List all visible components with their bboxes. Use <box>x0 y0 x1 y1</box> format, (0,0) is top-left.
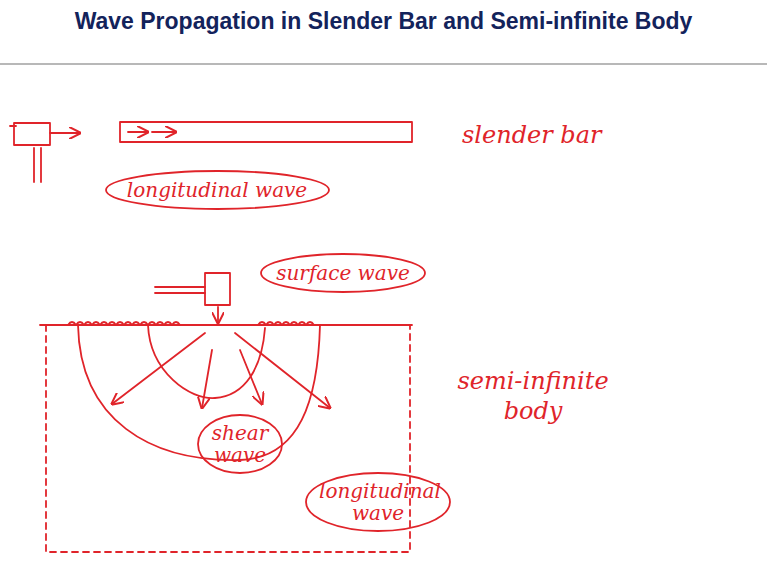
circled-annotation: longitudinal wave <box>105 170 330 210</box>
title-rule <box>0 63 767 65</box>
ray-arrow <box>240 350 262 404</box>
ellipse-outline <box>198 415 282 473</box>
surface-ripple <box>68 322 180 325</box>
ellipse-outline <box>106 171 329 209</box>
ground-surface <box>40 324 412 326</box>
ray-arrow <box>202 350 212 408</box>
circled-annotation: shear wave <box>197 414 283 474</box>
surface-ripple <box>258 322 314 325</box>
handwritten-label: semi-infinite body <box>448 366 618 426</box>
annotation-text: longitudinal wave <box>319 480 437 524</box>
handwritten-label: semi-infinite body <box>448 366 618 426</box>
circled-annotation: longitudinal wave <box>305 472 451 532</box>
annotation-text: shear wave <box>209 422 271 466</box>
hammer <box>155 273 230 323</box>
handwritten-label: slender bar <box>462 120 601 150</box>
hammer <box>10 123 80 182</box>
ray-arrow <box>235 333 330 408</box>
ellipse-outline <box>306 473 450 531</box>
annotation-text: surface wave <box>276 262 410 284</box>
handwritten-label: slender bar <box>462 120 601 150</box>
circled-annotation: surface wave <box>260 253 426 293</box>
slide-title: Wave Propagation in Slender Bar and Semi… <box>0 8 767 35</box>
ray-arrow <box>112 333 205 404</box>
annotation-text: longitudinal wave <box>127 179 307 201</box>
slender-bar <box>120 122 412 142</box>
ellipse-outline <box>261 254 425 292</box>
